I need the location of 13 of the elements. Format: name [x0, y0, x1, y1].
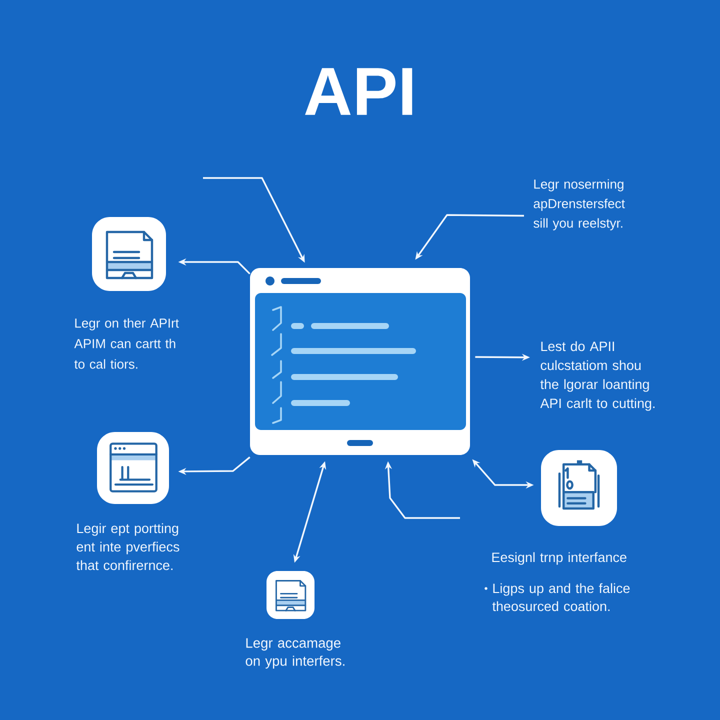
callout-text: Lest do APII culcstatiom shou the lgorar loanting API carlt to cutting.	[540, 341, 655, 411]
caption-text: Legr accamage on ypu interfers.	[246, 638, 344, 669]
title: API	[305, 68, 412, 115]
binary-file-icon	[541, 450, 617, 526]
document-icon	[266, 571, 314, 619]
caption-text: Legir ept portting ent inte pverfiecs that confirernce.	[76, 523, 180, 570]
document-icon	[92, 217, 166, 291]
callout-text: Legr noserming apDrenstersfect sill you reelstyr.	[534, 179, 625, 230]
caption-text: Ligps up and the falice theosurced coation.	[492, 583, 630, 612]
browser-window-icon	[97, 432, 169, 504]
caption-text: Legr on ther APIrt APIM can cartt th to cal tiors.	[74, 318, 179, 369]
app-window-illustration	[250, 268, 470, 455]
caption-text: Eesignl trnp interfance	[492, 552, 626, 565]
